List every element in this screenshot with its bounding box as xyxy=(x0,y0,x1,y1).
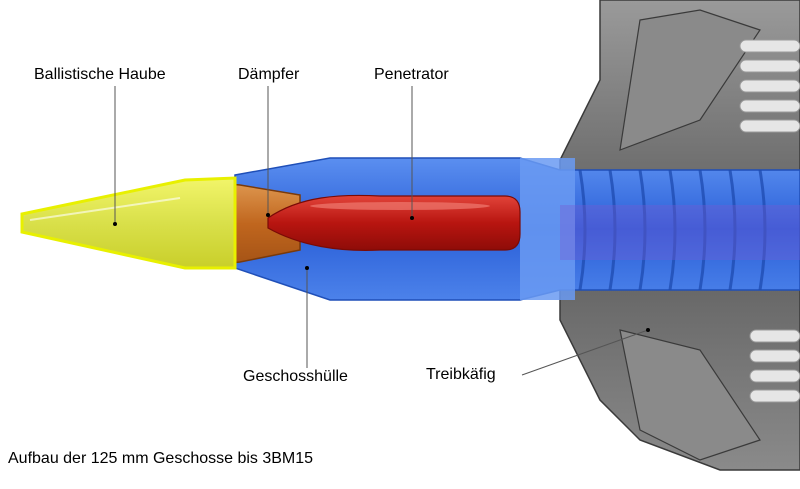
ballistic-cap-part xyxy=(20,176,237,270)
label-sabot: Treibkäfig xyxy=(426,366,496,383)
label-damper: Dämpfer xyxy=(238,66,300,83)
diagram-caption: Aufbau der 125 mm Geschosse bis 3BM15 xyxy=(8,450,314,467)
leader-line-sabot xyxy=(521,329,649,376)
label-projectile-casing: Geschosshülle xyxy=(243,368,348,385)
penetrator-part xyxy=(267,194,521,251)
label-ballistic-cap: Ballistische Haube xyxy=(34,66,166,83)
label-penetrator: Penetrator xyxy=(374,66,449,83)
